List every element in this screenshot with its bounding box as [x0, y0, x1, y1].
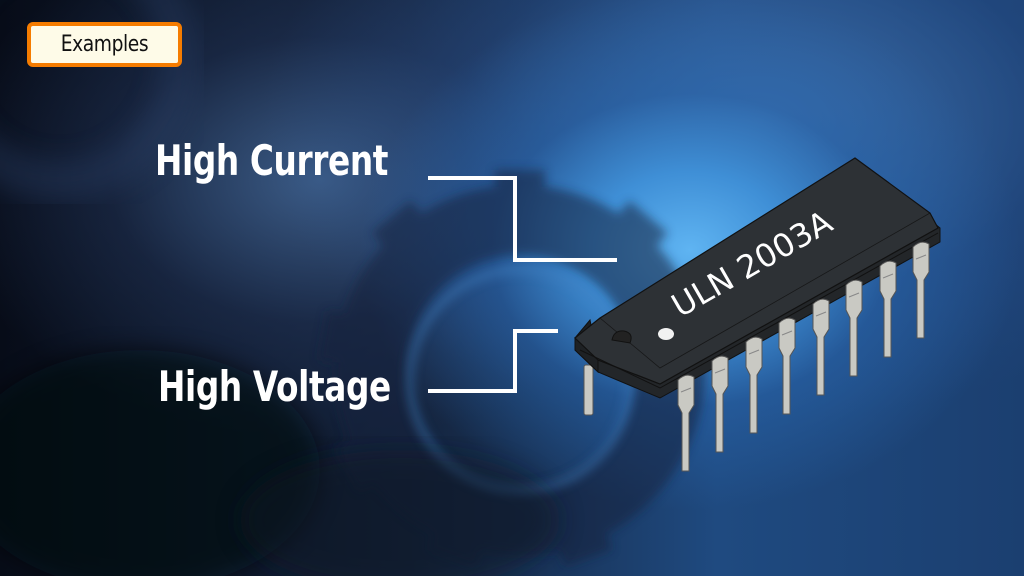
pin	[845, 279, 863, 377]
front-pins	[677, 241, 930, 472]
high-voltage-label: High Voltage	[158, 362, 391, 411]
pin	[711, 355, 729, 453]
examples-badge: Examples	[27, 22, 182, 67]
high-current-label: High Current	[155, 136, 389, 185]
high-current-connector-line	[428, 176, 617, 262]
high-voltage-connector-line	[428, 329, 558, 393]
pin	[677, 374, 695, 472]
pin	[812, 298, 830, 396]
pin	[879, 260, 897, 358]
back-pins	[583, 364, 594, 416]
pin1-dot	[658, 328, 674, 340]
pin	[912, 241, 930, 339]
pin	[778, 317, 796, 415]
pin	[745, 336, 763, 434]
pin1-notch	[611, 330, 632, 344]
badge-label: Examples	[60, 32, 149, 57]
